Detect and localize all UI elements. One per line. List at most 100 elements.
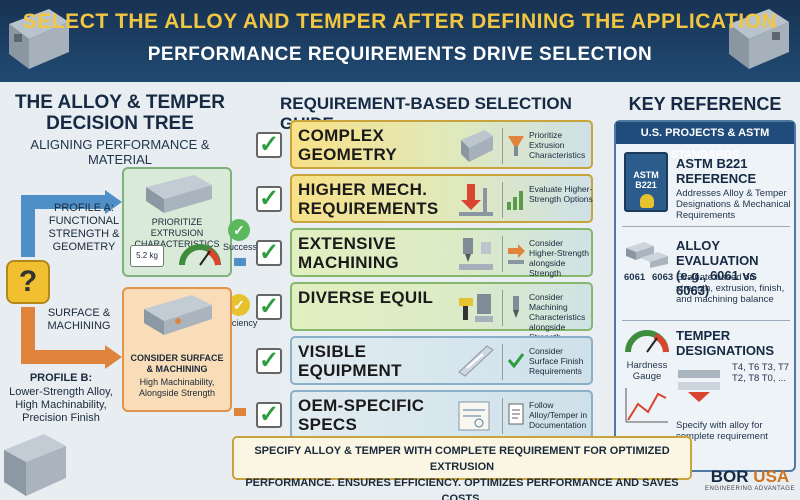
page-title: SELECT THE ALLOY AND TEMPER AFTER DEFINI… bbox=[22, 10, 778, 33]
temper-title: TEMPER DESIGNATIONS bbox=[676, 328, 774, 358]
profile-a-label: PROFILE A: FUNCTIONAL STRENGTH & GEOMETR… bbox=[48, 202, 120, 253]
consider-surface-title: CONSIDER SURFACE & MACHINING bbox=[130, 353, 224, 374]
header-banner: SELECT THE ALLOY AND TEMPER AFTER DEFINI… bbox=[0, 0, 800, 82]
requirement-desc: Consider Higher-Strength alongside Stren… bbox=[529, 238, 590, 278]
selection-guide-panel: REQUIREMENT-BASED SELECTION GUIDE ✓ COMP… bbox=[250, 82, 605, 439]
logo-name-a: BOR bbox=[710, 467, 749, 486]
divider bbox=[502, 398, 503, 434]
arrow-right-icon bbox=[508, 244, 525, 264]
prioritize-extrusion-box: PRIORITIZE EXTRUSION CHARACTERISTICS 5.2… bbox=[122, 167, 232, 277]
success-label: Success bbox=[223, 242, 258, 252]
list-item: ✓ COMPLEX GEOMETRY Prioritize Extrusion … bbox=[256, 120, 599, 170]
checkbox-icon: ✓ bbox=[256, 402, 282, 428]
divider bbox=[502, 344, 503, 380]
requirement-desc: Consider Surface Finish Requirements bbox=[529, 346, 584, 376]
profile-b-title: PROFILE B: bbox=[29, 372, 93, 384]
list-item: ✓ HIGHER MECH. REQUIREMENTS Evaluate Hig… bbox=[256, 174, 599, 224]
summary-line2: PERFORMANCE. ENSURES EFFICIENCY. OPTIMIZ… bbox=[245, 477, 679, 500]
aluminum-profile-icon bbox=[9, 9, 69, 69]
requirement-title: OEM-SPECIFIC SPECS bbox=[298, 396, 425, 434]
bor-usa-logo: BOR USA ENGINEERING ADVANTAGE bbox=[700, 468, 800, 500]
temper-text: Specify with alloy for complete requirem… bbox=[676, 420, 768, 442]
prioritize-extrusion-text: PRIORITIZE EXTRUSION CHARACTERISTICS bbox=[134, 217, 220, 249]
astm-book-icon: ASTM B221 bbox=[624, 152, 668, 212]
requirement-desc: Evaluate Higher-Strength Options bbox=[529, 184, 593, 204]
divider bbox=[502, 128, 503, 164]
requirement-title: DIVERSE EQUIL bbox=[298, 288, 434, 307]
press-plate-icon bbox=[678, 370, 720, 402]
checkbox-icon: ✓ bbox=[256, 294, 282, 320]
efficiency-label: Efficiency bbox=[219, 318, 258, 328]
aluminum-profile-icon bbox=[729, 9, 789, 69]
consider-surface-box: CONSIDER SURFACE & MACHINING High Machin… bbox=[122, 287, 232, 412]
gauge-icon bbox=[179, 244, 221, 266]
key-reference-title: KEY REFERENCE bbox=[628, 94, 782, 114]
bar-chart-icon bbox=[507, 191, 523, 210]
requirement-card: OEM-SPECIFIC SPECS Follow Alloy/Temper i… bbox=[290, 390, 593, 439]
summary-banner: SPECIFY ALLOY & TEMPER WITH COMPLETE REQ… bbox=[232, 436, 692, 500]
aluminum-ingots-icon bbox=[626, 242, 668, 268]
divider bbox=[622, 226, 790, 227]
polished-profile-icon bbox=[458, 345, 494, 377]
decision-tree-title-line1: THE ALLOY & TEMPER bbox=[14, 92, 226, 113]
decision-tree-title-line2: DECISION TREE bbox=[46, 113, 194, 134]
requirement-desc: Follow Alloy/Temper in Documentation bbox=[529, 400, 588, 430]
profile-b-desc: Lower-Strength Alloy, High Machinability… bbox=[9, 386, 113, 424]
divider bbox=[502, 290, 503, 326]
machined-profile-icon bbox=[144, 295, 212, 335]
alloy-evaluation-title: ALLOY EVALUATION (e.g., 6061 vs 6063) bbox=[676, 238, 759, 298]
checkbox-icon: ✓ bbox=[256, 132, 282, 158]
drill-tools-icon bbox=[459, 294, 493, 322]
divider bbox=[502, 182, 503, 218]
blueprint-icon bbox=[458, 401, 490, 431]
list-item: ✓ DIVERSE EQUIL Consider Machining Chara… bbox=[256, 282, 599, 342]
logo-name-b: USA bbox=[753, 467, 790, 486]
key-reference-panel: KEY REFERENCE U.S. PROJECTS & ASTM STAND… bbox=[610, 82, 800, 500]
list-item: ✓ EXTENSIVE MACHINING Consider Higher-St… bbox=[256, 228, 599, 278]
alloy-a-label: 6061 bbox=[624, 272, 646, 283]
standards-header: U.S. PROJECTS & ASTM STANDARDS bbox=[616, 122, 794, 161]
consider-surface-desc: High Machinability, Alongside Strength bbox=[138, 377, 216, 398]
astm-book-label: ASTM B221 bbox=[633, 170, 659, 190]
question-mark-icon: ? bbox=[6, 260, 50, 304]
divider bbox=[502, 236, 503, 272]
weight-scale: 5.2 kg bbox=[130, 245, 164, 267]
cnc-mill-icon bbox=[459, 238, 493, 270]
requirement-title: HIGHER MECH. REQUIREMENTS bbox=[298, 180, 439, 218]
checkbox-icon: ✓ bbox=[256, 348, 282, 374]
astm-text: Addresses Alloy & Temper Designations & … bbox=[676, 188, 791, 221]
efficiency-check-icon: ✓ bbox=[228, 294, 250, 316]
list-item: ✓ OEM-SPECIFIC SPECS Follow Alloy/Temper… bbox=[256, 390, 599, 440]
document-icon bbox=[508, 403, 524, 425]
requirement-card: VISIBLE EQUIPMENT Consider Surface Finis… bbox=[290, 336, 593, 385]
decision-tree-title: THE ALLOY & TEMPER DECISION TREE bbox=[0, 92, 240, 134]
requirement-desc: Consider Machining Characteristics along… bbox=[529, 292, 586, 342]
success-check-icon: ✓ bbox=[228, 219, 250, 241]
page-subtitle: PERFORMANCE REQUIREMENTS DRIVE SELECTION bbox=[147, 44, 653, 65]
key-reference-box: U.S. PROJECTS & ASTM STANDARDS ASTM B221… bbox=[614, 120, 796, 472]
requirement-title: VISIBLE EQUIPMENT bbox=[298, 342, 402, 380]
trend-chart-icon bbox=[625, 388, 668, 423]
checkbox-icon: ✓ bbox=[256, 186, 282, 212]
alloy-b-label: 6063 bbox=[652, 272, 674, 283]
drill-bit-icon bbox=[513, 296, 519, 318]
surface-machining-label: SURFACE & MACHINING bbox=[47, 307, 111, 332]
logo-tagline: ENGINEERING ADVANTAGE bbox=[705, 486, 795, 492]
complex-profile-icon bbox=[461, 130, 493, 162]
decision-tree-panel: THE ALLOY & TEMPER DECISION TREE ALIGNIN… bbox=[0, 82, 285, 500]
sparkle-check-icon bbox=[507, 353, 525, 369]
requirement-card: DIVERSE EQUIL Consider Machining Charact… bbox=[290, 282, 593, 342]
summary-line1: SPECIFY ALLOY & TEMPER WITH COMPLETE REQ… bbox=[254, 445, 670, 473]
requirement-title: COMPLEX GEOMETRY bbox=[298, 126, 398, 164]
strength-down-arrow-icon bbox=[459, 184, 493, 216]
list-item: ✓ VISIBLE EQUIPMENT Consider Surface Fin… bbox=[256, 336, 599, 386]
hardness-gauge-icon bbox=[625, 330, 669, 353]
requirement-card: EXTENSIVE MACHINING Consider Higher-Stre… bbox=[290, 228, 593, 278]
logo-name: BOR USA bbox=[700, 468, 800, 486]
temper-list: T4, T6 T3, T7 T2, T8 T0, ... bbox=[732, 362, 790, 384]
aluminum-profile-icon bbox=[4, 434, 66, 496]
requirement-card: COMPLEX GEOMETRY Prioritize Extrusion Ch… bbox=[290, 120, 593, 169]
alloy-evaluation-text: Evaluate based on strength, extrusion, f… bbox=[676, 272, 785, 305]
gauge-label: Hardness Gauge bbox=[626, 360, 668, 382]
checkbox-icon: ✓ bbox=[256, 240, 282, 266]
